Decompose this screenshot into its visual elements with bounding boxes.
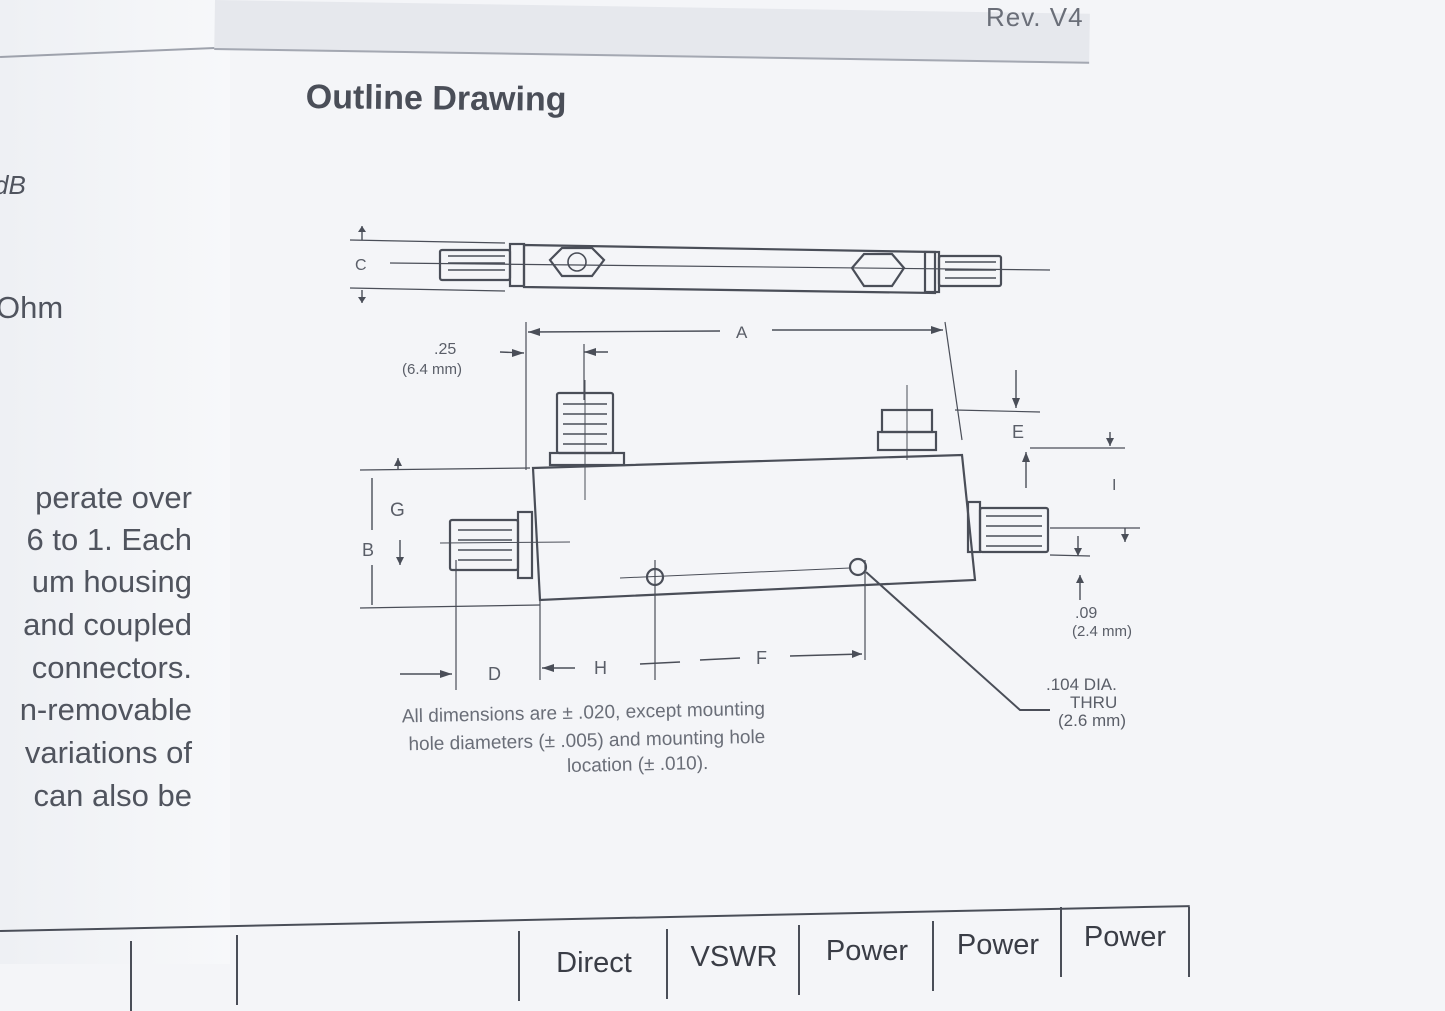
side-view-hex-nut-left xyxy=(548,246,606,278)
dimension-labels: C A .25 (6.4 mm) G B E I D H F .09 (2.4 … xyxy=(355,257,1132,730)
left-fragment-db: dB xyxy=(0,170,26,200)
table-header-power-3: Power xyxy=(1060,907,1190,977)
arrowheads xyxy=(358,226,1129,678)
note-line: location (± .010). xyxy=(567,753,709,777)
top-view-body xyxy=(531,453,977,602)
label-i: I xyxy=(1112,477,1116,494)
label-f: F xyxy=(756,648,767,668)
paragraph-line: um housing xyxy=(31,564,192,599)
side-view xyxy=(349,226,1051,303)
dim-25-value: .25 xyxy=(434,341,456,358)
revision-label: Rev. V4 xyxy=(986,2,1084,32)
label-e: E xyxy=(1012,422,1024,442)
hole-mm: (2.6 mm) xyxy=(1058,711,1126,730)
table-column-separator xyxy=(130,941,238,1011)
label-c: C xyxy=(355,257,367,274)
side-view-right-connector xyxy=(937,254,1003,288)
tolerance-note: All dimensions are ± .020, except mounti… xyxy=(402,699,766,777)
side-view-centerline xyxy=(389,262,1051,271)
left-fragment-ohm: Ohm xyxy=(0,290,64,325)
label-g: G xyxy=(390,500,405,521)
label-a: A xyxy=(736,323,748,342)
outline-drawing: C A .25 (6.4 mm) G B E I D H F .09 (2.4 … xyxy=(349,226,1140,777)
note-line: All dimensions are ± .020, except mounti… xyxy=(402,699,766,728)
dim-09-value: .09 xyxy=(1075,605,1097,622)
paragraph-line: n-removable xyxy=(19,692,192,727)
left-dimensions xyxy=(359,458,863,690)
hole-thru: THRU xyxy=(1070,693,1117,712)
table-header-label: Power xyxy=(956,929,1040,961)
hole-diameter: .104 DIA. xyxy=(1046,675,1117,694)
table-header-label: VSWR xyxy=(690,941,778,973)
side-view-hex-nut-right xyxy=(850,252,906,288)
mounting-holes xyxy=(619,557,1050,711)
paragraph-line: connectors. xyxy=(31,650,192,685)
paragraph-line: and coupled xyxy=(23,607,192,642)
top-view-input-port xyxy=(439,510,571,580)
paragraph-line: can also be xyxy=(33,778,192,813)
paragraph-line: perate over xyxy=(35,480,192,515)
dimension-a xyxy=(499,321,963,470)
table-header-vswr: VSWR xyxy=(666,929,800,999)
paragraph-line: variations of xyxy=(24,735,192,770)
table-header-power-1: Power xyxy=(798,925,934,995)
label-h: H xyxy=(594,658,607,678)
left-page-background xyxy=(0,0,230,964)
label-d: D xyxy=(488,664,501,684)
top-view-terminated-port xyxy=(876,385,1041,460)
side-view-left-connector xyxy=(438,248,512,282)
dim-25-mm: (6.4 mm) xyxy=(402,361,462,378)
spec-table-header: Direct VSWR Power Power Power xyxy=(0,905,1445,1011)
table-header-power-2: Power xyxy=(932,921,1062,991)
table-header-direct: Direct xyxy=(518,931,668,1001)
note-line: hole diameters (± .005) and mounting hol… xyxy=(408,727,765,755)
table-column-separator xyxy=(236,935,520,1005)
top-view-coupled-port xyxy=(548,380,626,500)
table-header-label: Power xyxy=(1083,921,1167,953)
dim-09-mm: (2.4 mm) xyxy=(1072,623,1132,640)
top-view-output-port xyxy=(966,500,1140,557)
right-dimensions xyxy=(1015,370,1126,600)
label-b: B xyxy=(362,540,374,560)
paragraph-line: 6 to 1. Each xyxy=(26,522,192,557)
table-header-label: Power xyxy=(825,935,909,967)
